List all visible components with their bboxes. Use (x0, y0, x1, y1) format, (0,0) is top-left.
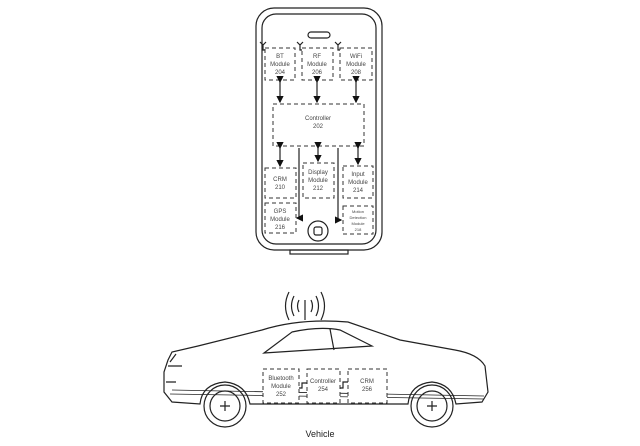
vehicle-label: Vehicle (305, 429, 334, 439)
connection-arrows (276, 76, 362, 224)
crm-box: CRM 210 (264, 167, 297, 199)
svg-text:BT: BT (276, 54, 284, 60)
svg-text:254: 254 (318, 387, 329, 393)
svg-text:212: 212 (313, 186, 324, 192)
svg-text:Module: Module (348, 180, 368, 186)
svg-text:Module: Module (346, 62, 366, 68)
svg-text:206: 206 (312, 70, 323, 76)
vehicle-crm-box: CRM 256 (347, 368, 388, 404)
mobile-device (255, 7, 383, 255)
svg-text:208: 208 (351, 70, 362, 76)
svg-text:Bluetooth: Bluetooth (268, 376, 293, 382)
wheel-front (203, 384, 247, 428)
rf-module-box: RF Module 206 (301, 47, 334, 81)
svg-text:214: 214 (353, 188, 364, 194)
svg-text:210: 210 (275, 185, 286, 191)
home-button (307, 220, 329, 242)
svg-text:GPS: GPS (274, 209, 287, 215)
svg-text:Module: Module (307, 62, 327, 68)
svg-text:CRM: CRM (273, 177, 287, 183)
svg-text:Detection: Detection (350, 215, 367, 220)
svg-text:Motion: Motion (352, 209, 364, 214)
vehicle-connectors (299, 381, 348, 389)
svg-text:CRM: CRM (360, 379, 374, 385)
wheel-rear (410, 384, 454, 428)
vehicle-controller-box: Controller 254 (306, 368, 341, 404)
svg-text:202: 202 (313, 124, 324, 130)
svg-text:Module: Module (270, 62, 290, 68)
svg-text:Controller: Controller (305, 116, 331, 122)
svg-text:Module: Module (271, 384, 291, 390)
svg-text:218: 218 (355, 227, 362, 232)
svg-text:204: 204 (275, 70, 286, 76)
svg-text:Controller: Controller (310, 379, 336, 385)
svg-text:Input: Input (351, 172, 365, 178)
svg-text:RF: RF (313, 54, 321, 60)
bt-module-box: BT Module 204 (264, 47, 296, 81)
svg-text:Module: Module (351, 221, 365, 226)
svg-text:216: 216 (275, 225, 286, 231)
svg-text:Module: Module (308, 178, 328, 184)
svg-text:252: 252 (276, 392, 287, 398)
speaker-slot (307, 31, 331, 39)
svg-text:WiFi: WiFi (350, 54, 362, 60)
svg-text:Display: Display (308, 170, 328, 176)
controller-box: Controller 202 (272, 103, 365, 147)
svg-text:Module: Module (270, 217, 290, 223)
wireless-signal-icon (284, 291, 326, 321)
svg-text:256: 256 (362, 387, 373, 393)
gps-module-box: GPS Module 216 (264, 202, 297, 234)
